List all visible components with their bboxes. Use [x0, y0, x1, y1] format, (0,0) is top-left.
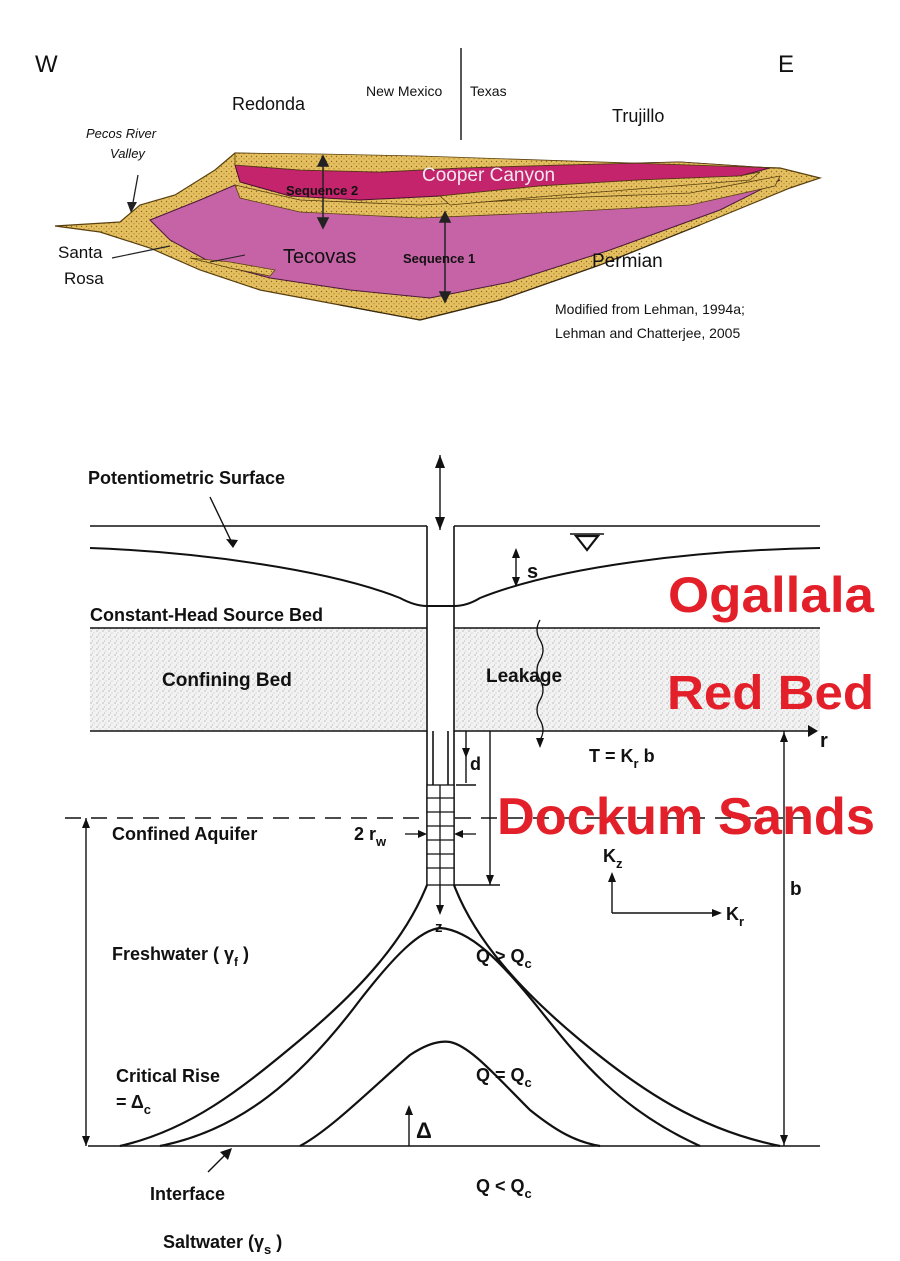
label-drawdown-s: s — [527, 561, 538, 583]
middle-sandstone — [234, 175, 781, 219]
pump-arrowhead-up — [435, 455, 445, 468]
label-cooper-canyon: Cooper Canyon — [422, 165, 555, 186]
label-confining-bed: Confining Bed — [162, 670, 292, 691]
label-redonda: Redonda — [232, 94, 306, 114]
b-dim-arrow-bottom — [780, 1135, 788, 1145]
label-d: d — [470, 754, 481, 774]
label-critical-rise-2: = Δc — [116, 1092, 151, 1117]
label-q-greater: Q > Qc — [476, 946, 532, 971]
d-dim-arrow — [462, 748, 470, 758]
label-kr: Kr — [726, 904, 744, 929]
label-constant-head: Constant-Head Source Bed — [90, 605, 323, 625]
curve-q-less — [299, 1040, 601, 1148]
delta-arrowhead — [405, 1105, 413, 1115]
z-arrowhead — [436, 905, 444, 915]
rw-arrow-right — [454, 830, 463, 838]
label-q-equal: Q = Qc — [476, 1065, 532, 1090]
well-screen — [426, 784, 455, 886]
label-q-less: Q < Qc — [476, 1176, 532, 1201]
label-tecovas: Tecovas — [283, 246, 356, 268]
drawdown-s-arrow-top — [512, 548, 520, 558]
santa-rosa-leader — [111, 245, 171, 259]
sequence1-arrow — [438, 210, 452, 304]
label-z: z — [435, 919, 443, 936]
interface-arrowhead — [220, 1148, 232, 1160]
label-interface: Interface — [150, 1184, 225, 1204]
overlay-red-bed: Red Bed — [667, 667, 874, 720]
curve-q-greater — [119, 884, 781, 1148]
permian-line — [339, 224, 701, 321]
kr-arrowhead — [712, 909, 722, 917]
label-santa: Santa — [58, 243, 103, 262]
label-potentiometric-surface: Potentiometric Surface — [88, 468, 285, 488]
label-rosa: Rosa — [64, 269, 104, 288]
label-transmissivity: T = Kr b — [589, 746, 655, 771]
curve-q-critical — [159, 926, 701, 1148]
leakage-arrowhead — [536, 738, 544, 748]
water-table-triangle — [573, 534, 601, 552]
trujillo-sandstone — [439, 171, 761, 206]
tecovas-sand-lens — [189, 257, 276, 277]
label-pecos-1: Pecos River — [86, 126, 157, 141]
label-sequence-2: Sequence 2 — [286, 183, 358, 198]
label-trujillo: Trujillo — [612, 106, 664, 126]
state-texas: Texas — [470, 83, 507, 99]
kz-arrowhead — [608, 872, 616, 882]
sequence2-arrow — [316, 154, 330, 230]
b-dim-arrow-top — [780, 732, 788, 742]
label-delta: Δ — [416, 1118, 432, 1143]
label-sequence-1: Sequence 1 — [403, 251, 475, 266]
drawdown-cone — [89, 547, 821, 607]
overlay-dockum-sands: Dockum Sands — [497, 788, 875, 846]
critical-rise-arrow-top — [82, 818, 90, 828]
credit-line-2: Lehman and Chatterjee, 2005 — [555, 325, 740, 341]
label-b: b — [790, 879, 802, 900]
pump-arrowhead-down — [435, 517, 445, 530]
label-confined-aquifer: Confined Aquifer — [112, 824, 257, 844]
label-saltwater: Saltwater (γs ) — [163, 1232, 282, 1257]
rw-arrow-left — [418, 830, 427, 838]
r-axis-arrowhead — [808, 725, 818, 737]
tecovas-leader — [209, 254, 246, 263]
label-critical-rise-1: Critical Rise — [116, 1066, 220, 1086]
state-new-mexico: New Mexico — [366, 83, 442, 99]
well-gap-in-bed — [427, 628, 454, 731]
label-leakage: Leakage — [486, 666, 562, 687]
critical-rise-arrow-bottom — [82, 1136, 90, 1146]
screen-depth-arrow — [486, 875, 494, 885]
label-permian: Permian — [592, 251, 663, 272]
label-pecos-2: Valley — [110, 146, 146, 161]
cross-section-figure: W E New Mexico Texas Redonda Pecos River… — [35, 48, 823, 341]
label-kz: Kz — [603, 846, 623, 871]
potentiometric-arrowhead — [226, 539, 238, 548]
potentiometric-leader — [209, 496, 234, 546]
credit-line-1: Modified from Lehman, 1994a; — [555, 301, 745, 317]
interface-leader — [207, 1151, 229, 1173]
direction-west: W — [35, 51, 58, 78]
label-axis-r: r — [820, 730, 828, 752]
confining-bed-fill — [90, 628, 820, 731]
overlay-ogallala: Ogallala — [668, 567, 875, 623]
drawdown-s-arrow-bottom — [512, 577, 520, 587]
redonda-sandstone — [234, 152, 781, 173]
label-well-radius: 2 rw — [354, 824, 387, 849]
label-freshwater: Freshwater ( γf ) — [112, 944, 249, 969]
direction-east: E — [778, 51, 794, 78]
leakage-arrow — [536, 619, 544, 741]
pecos-arrowhead — [127, 202, 137, 213]
